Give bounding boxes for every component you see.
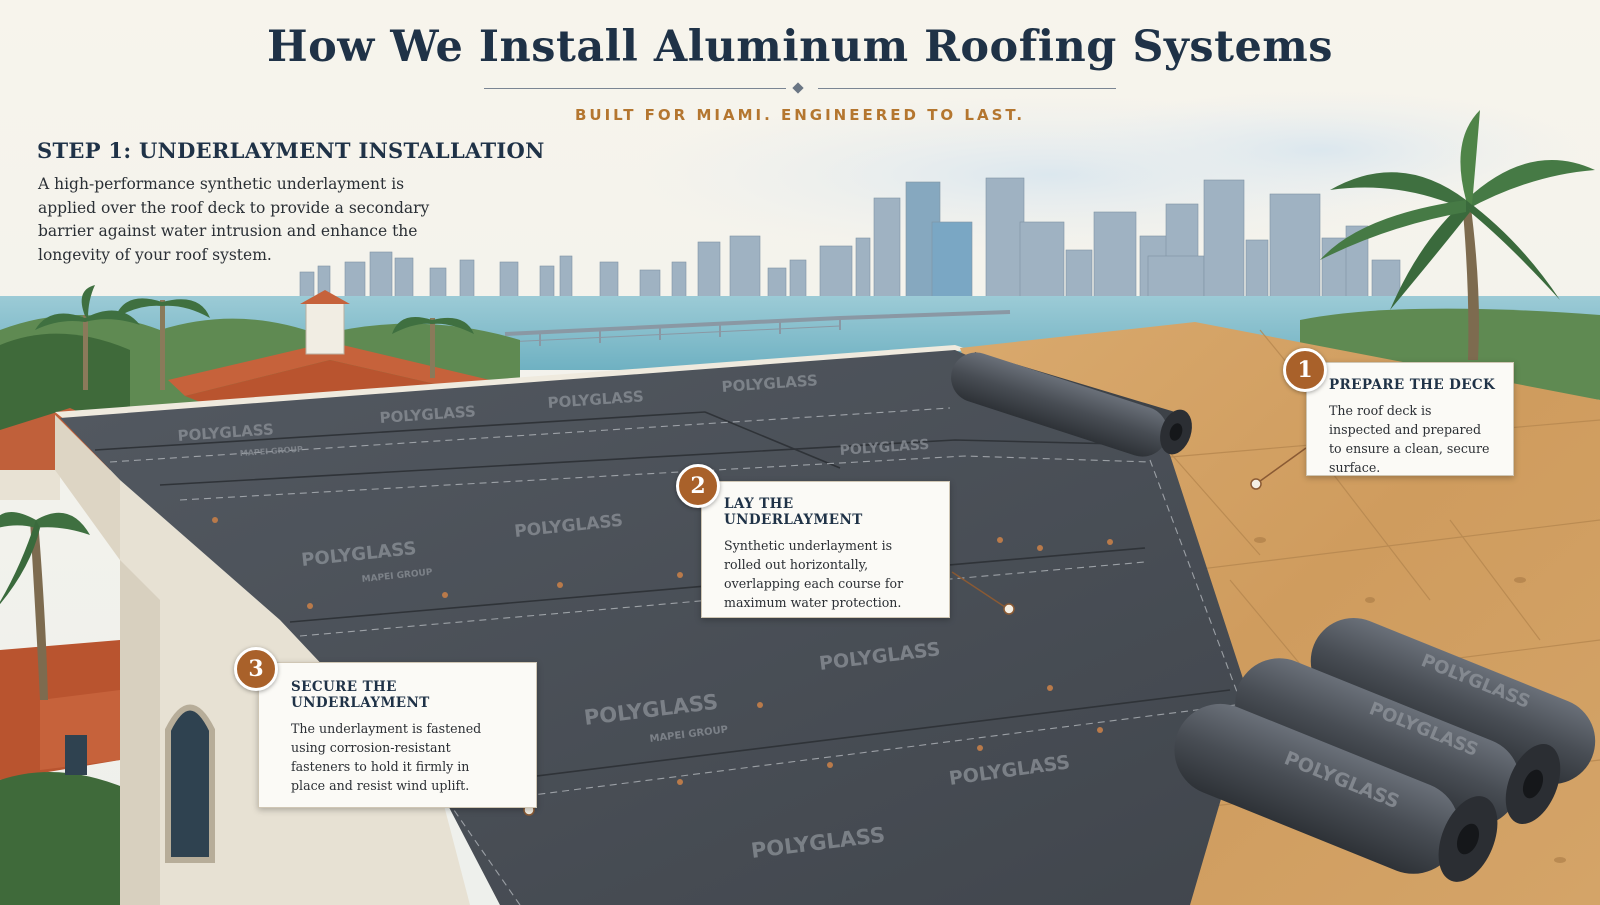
fastener-icon (212, 517, 1113, 801)
callout-title: SECURE THE UNDERLAYMENT (291, 679, 430, 711)
brand-sub-mark: MAPEI GROUP (240, 445, 304, 458)
palm-tree-icon (1320, 110, 1595, 360)
callout-card-lay-underlayment: LAY THE UNDERLAYMENT Synthetic underlaym… (701, 481, 950, 618)
callout-title: PREPARE THE DECK (1329, 377, 1496, 393)
step-number-badge: 1 (1283, 348, 1327, 392)
callout-text: The underlayment is fastened using corro… (291, 721, 482, 793)
step-description: A high-performance synthetic underlaymen… (38, 175, 430, 264)
page-title: How We Install Aluminum Roofing Systems (266, 22, 1334, 72)
city-skyline (299, 177, 1401, 299)
callout-text: The roof deck is inspected and prepared … (1329, 403, 1490, 475)
callout-card-prepare-deck: PREPARE THE DECK The roof deck is inspec… (1306, 362, 1514, 476)
underlayment-membrane (60, 350, 1250, 905)
underlayment-roll-icon (951, 352, 1192, 457)
brand-mark: POLYGLASS (839, 437, 930, 459)
callout-card-secure-underlayment: SECURE THE UNDERLAYMENT The underlayment… (258, 662, 537, 808)
title-rule-left (484, 88, 786, 89)
callout-text: Synthetic underlayment is rolled out hor… (724, 538, 904, 610)
step-number-badge: 2 (676, 464, 720, 508)
causeway-bridge (504, 310, 1011, 346)
palm-tree-icon (35, 285, 474, 390)
title-rule-right (818, 88, 1116, 89)
underlayment-roll-icon (1174, 617, 1596, 882)
palm-tree-icon (0, 512, 90, 700)
step-number-badge: 3 (234, 647, 278, 691)
page-subtitle: BUILT FOR MIAMI. ENGINEERED TO LAST. (574, 106, 1026, 124)
callout-title: LAY THE UNDERLAYMENT (724, 496, 863, 528)
step-heading: STEP 1: UNDERLAYMENT INSTALLATION (37, 138, 545, 163)
